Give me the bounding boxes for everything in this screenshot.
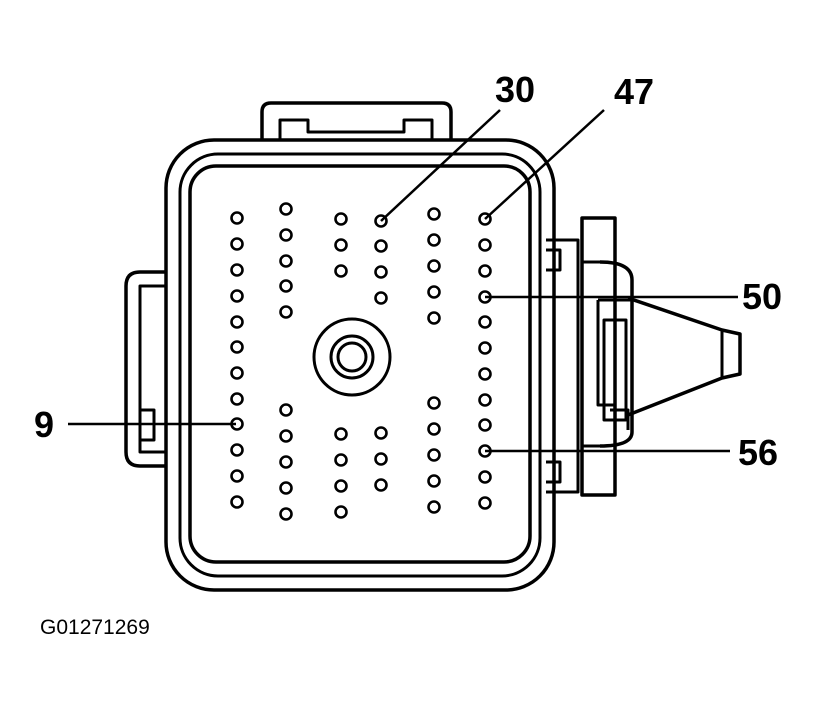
pin-cavity [374,239,388,253]
pin-cavity [334,264,348,278]
pin-cavity [374,426,388,440]
pin-cavity [279,279,293,293]
pin-cavity [334,505,348,519]
pin-cavity [230,366,244,380]
pin-cavity [478,341,492,355]
pin-cavity [374,478,388,492]
pin-cavity [374,265,388,279]
pin-label-47: 47 [614,71,654,112]
pin-cavity [427,474,441,488]
pin-cavity [478,264,492,278]
pin-cavity [279,305,293,319]
pin-cavity [334,238,348,252]
pin-cavity [279,481,293,495]
figure-id: G01271269 [40,616,150,639]
pin-cavity [478,418,492,432]
pin-cavity [279,429,293,443]
pin-cavity [374,452,388,466]
pin-cavity [279,228,293,242]
pin-cavity [334,212,348,226]
pin-cavity [334,453,348,467]
pin-cavity [334,479,348,493]
pin-cavity [427,311,441,325]
pin-cavity [427,207,441,221]
pin-cavity [427,233,441,247]
pin-cavity [230,211,244,225]
pin-cavity [279,507,293,521]
pin-cavity [427,448,441,462]
pin-cavity [279,403,293,417]
pin-label-56: 56 [738,432,778,473]
pin-label-50: 50 [742,276,782,317]
pin-cavity [230,469,244,483]
pin-cavity [427,259,441,273]
pin-cavities [230,202,492,521]
pin-cavity [478,470,492,484]
pin-cavity [334,427,348,441]
pin-label-30: 30 [495,69,535,110]
pin-cavity [230,289,244,303]
pin-cavity [230,392,244,406]
pin-label-9: 9 [34,404,54,445]
pin-cavity [427,422,441,436]
pin-cavity [230,443,244,457]
pin-cavity [230,340,244,354]
pin-cavity [279,254,293,268]
right-lever [546,216,742,497]
pin-cavity [230,315,244,329]
pin-cavity [427,396,441,410]
pin-cavity [478,238,492,252]
leader-line-30 [380,109,501,222]
top-latch [260,101,453,140]
pin-cavity [427,500,441,514]
pin-cavity [427,285,441,299]
pin-cavity [230,263,244,277]
pin-cavity [478,393,492,407]
pin-cavity [374,291,388,305]
left-latch [124,270,166,468]
center-boss [312,317,392,397]
pin-cavity [230,237,244,251]
connector-body [164,138,556,592]
pin-cavity [478,315,492,329]
leader-line-47 [484,109,605,220]
pin-cavity [478,367,492,381]
pin-cavity [478,496,492,510]
pin-cavity [230,495,244,509]
pin-cavity [279,455,293,469]
pin-cavity [279,202,293,216]
